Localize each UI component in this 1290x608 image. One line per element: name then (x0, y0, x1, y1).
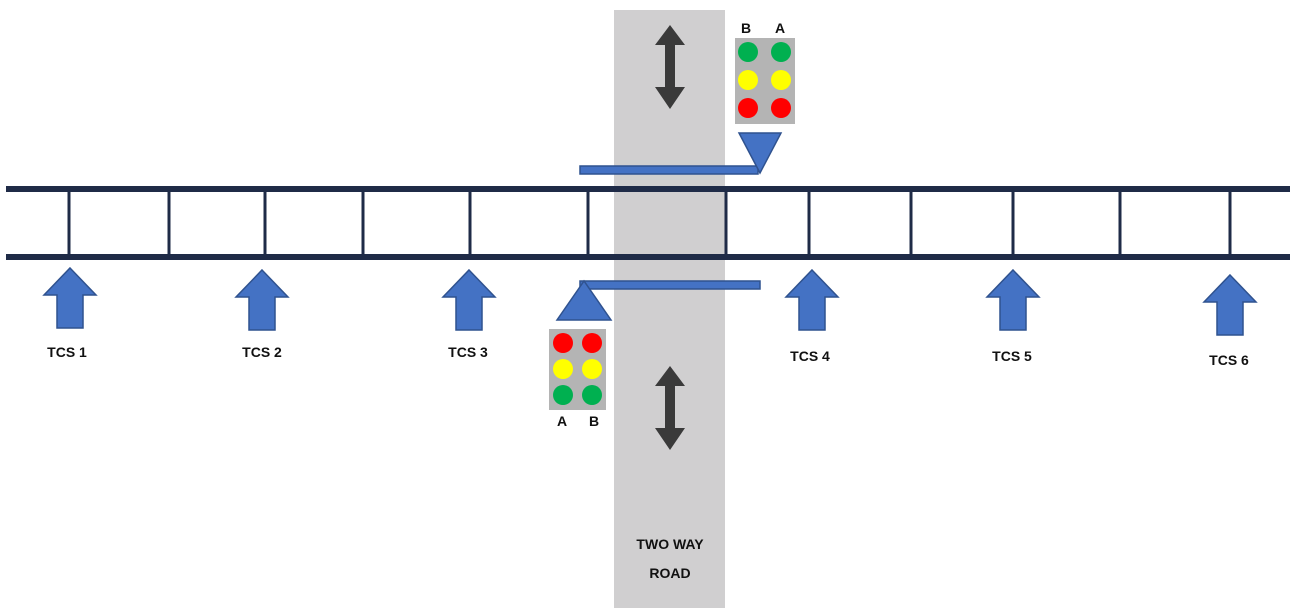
yellow-light (553, 359, 573, 379)
double-arrow-icon (655, 366, 685, 450)
road-label-line2: ROAD (649, 565, 690, 581)
railway-track (6, 186, 1290, 260)
signal-label-b: B (741, 20, 751, 36)
station-label: TCS 3 (448, 344, 488, 360)
station-label: TCS 4 (790, 348, 830, 364)
signal-label-a: A (557, 413, 567, 429)
gate-barrier-upper (579, 132, 783, 175)
green-light (738, 42, 758, 62)
yellow-light (582, 359, 602, 379)
red-light (738, 98, 758, 118)
up-arrow-icon (784, 268, 840, 331)
two-way-road (614, 10, 725, 608)
signal-label-b: B (589, 413, 599, 429)
station-label: TCS 5 (992, 348, 1032, 364)
station-label: TCS 6 (1209, 352, 1249, 368)
up-arrow-icon (42, 266, 98, 329)
red-light (582, 333, 602, 353)
green-light (553, 385, 573, 405)
yellow-light (771, 70, 791, 90)
signal-label-a: A (775, 20, 785, 36)
up-arrow-icon (985, 268, 1041, 331)
double-arrow-icon (655, 25, 685, 109)
up-arrow-icon (234, 268, 290, 331)
station-label: TCS 1 (47, 344, 87, 360)
yellow-light (738, 70, 758, 90)
gate-barrier-lower (555, 279, 761, 321)
green-light (771, 42, 791, 62)
up-arrow-icon (1202, 273, 1258, 336)
red-light (771, 98, 791, 118)
red-light (553, 333, 573, 353)
green-light (582, 385, 602, 405)
up-arrow-icon (441, 268, 497, 331)
traffic-signal-upper: B A (735, 20, 795, 124)
traffic-signal-lower: A B (549, 329, 606, 429)
station-label: TCS 2 (242, 344, 282, 360)
road-label-line1: TWO WAY (636, 536, 704, 552)
